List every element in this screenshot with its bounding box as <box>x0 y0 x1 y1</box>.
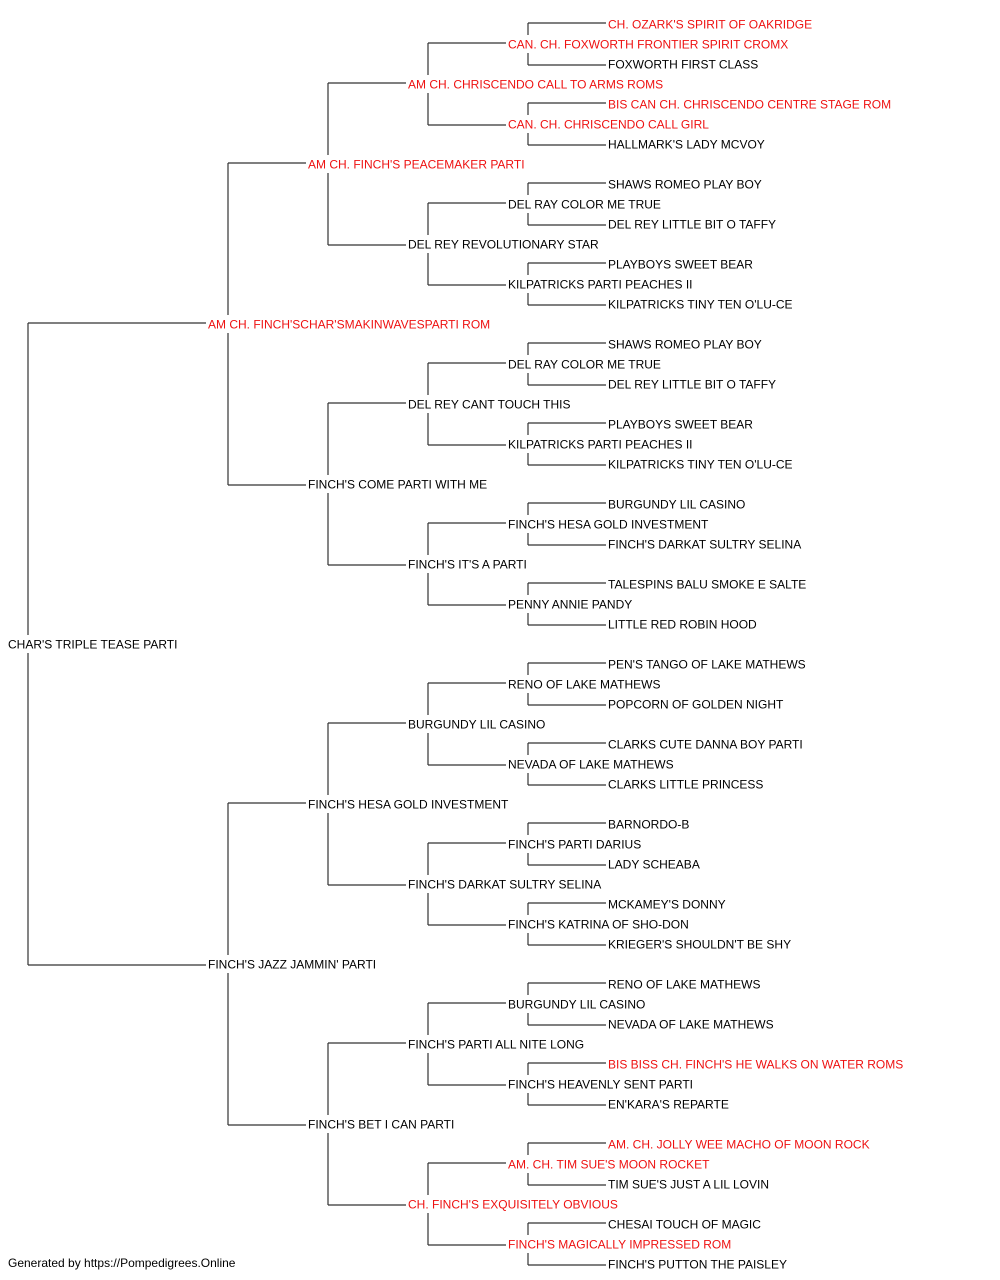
ancestor-name[interactable]: FINCH'S DARKAT SULTRY SELINA <box>608 538 801 552</box>
ancestor-name[interactable]: CAN. CH. FOXWORTH FRONTIER SPIRIT CROMX <box>508 38 788 52</box>
ancestor-name[interactable]: PENNY ANNIE PANDY <box>508 598 632 612</box>
ancestor-name[interactable]: TALESPINS BALU SMOKE E SALTE <box>608 578 806 592</box>
ancestor-name[interactable]: FINCH'S COME PARTI WITH ME <box>308 478 487 492</box>
ancestor-name[interactable]: FINCH'S JAZZ JAMMIN' PARTI <box>208 958 376 972</box>
ancestor-name[interactable]: AM. CH. JOLLY WEE MACHO OF MOON ROCK <box>608 1138 870 1152</box>
footer-credit: Generated by https://Pompedigrees.Online <box>8 1256 236 1270</box>
ancestor-name[interactable]: NEVADA OF LAKE MATHEWS <box>508 758 674 772</box>
ancestor-name[interactable]: FINCH'S MAGICALLY IMPRESSED ROM <box>508 1238 731 1252</box>
ancestor-name[interactable]: FINCH'S KATRINA OF SHO-DON <box>508 918 689 932</box>
ancestor-name[interactable]: FINCH'S HESA GOLD INVESTMENT <box>508 518 709 532</box>
ancestor-name[interactable]: BARNORDO-B <box>608 818 689 832</box>
ancestor-name[interactable]: SHAWS ROMEO PLAY BOY <box>608 178 762 192</box>
ancestor-name[interactable]: FINCH'S HEAVENLY SENT PARTI <box>508 1078 693 1092</box>
ancestor-name[interactable]: AM CH. FINCH'SCHAR'SMAKINWAVESPARTI ROM <box>208 318 490 332</box>
ancestor-name[interactable]: CLARKS LITTLE PRINCESS <box>608 778 763 792</box>
ancestor-name[interactable]: CAN. CH. CHRISCENDO CALL GIRL <box>508 118 709 132</box>
ancestor-name[interactable]: RENO OF LAKE MATHEWS <box>608 978 760 992</box>
ancestor-name[interactable]: DEL RAY COLOR ME TRUE <box>508 358 661 372</box>
ancestor-name[interactable]: FOXWORTH FIRST CLASS <box>608 58 758 72</box>
ancestor-name[interactable]: CLARKS CUTE DANNA BOY PARTI <box>608 738 803 752</box>
ancestor-name[interactable]: PLAYBOYS SWEET BEAR <box>608 418 753 432</box>
ancestor-name[interactable]: FINCH'S PARTI DARIUS <box>508 838 641 852</box>
ancestor-name[interactable]: KILPATRICKS TINY TEN O'LU-CE <box>608 458 793 472</box>
ancestor-name[interactable]: NEVADA OF LAKE MATHEWS <box>608 1018 774 1032</box>
ancestor-name[interactable]: DEL REY LITTLE BIT O TAFFY <box>608 378 776 392</box>
ancestor-name[interactable]: MCKAMEY'S DONNY <box>608 898 726 912</box>
ancestor-name[interactable]: FINCH'S DARKAT SULTRY SELINA <box>408 878 601 892</box>
ancestor-name[interactable]: LITTLE RED ROBIN HOOD <box>608 618 757 632</box>
subject-name[interactable]: CHAR'S TRIPLE TEASE PARTI <box>8 638 177 652</box>
ancestor-name[interactable]: PLAYBOYS SWEET BEAR <box>608 258 753 272</box>
ancestor-name[interactable]: DEL REY REVOLUTIONARY STAR <box>408 238 599 252</box>
ancestor-name[interactable]: FINCH'S PARTI ALL NITE LONG <box>408 1038 584 1052</box>
ancestor-name[interactable]: LADY SCHEABA <box>608 858 700 872</box>
ancestor-name[interactable]: FINCH'S BET I CAN PARTI <box>308 1118 454 1132</box>
ancestor-name[interactable]: PEN'S TANGO OF LAKE MATHEWS <box>608 658 806 672</box>
ancestor-name[interactable]: DEL REY CANT TOUCH THIS <box>408 398 571 412</box>
ancestor-name[interactable]: DEL RAY COLOR ME TRUE <box>508 198 661 212</box>
ancestor-name[interactable]: HALLMARK'S LADY MCVOY <box>608 138 765 152</box>
ancestor-name[interactable]: EN'KARA'S REPARTE <box>608 1098 729 1112</box>
ancestor-name[interactable]: CH. OZARK'S SPIRIT OF OAKRIDGE <box>608 18 812 32</box>
ancestor-name[interactable]: AM. CH. TIM SUE'S MOON ROCKET <box>508 1158 710 1172</box>
ancestor-name[interactable]: AM CH. FINCH'S PEACEMAKER PARTI <box>308 158 525 172</box>
ancestor-name[interactable]: TIM SUE'S JUST A LIL LOVIN <box>608 1178 769 1192</box>
ancestor-name[interactable]: BURGUNDY LIL CASINO <box>508 998 645 1012</box>
ancestor-name[interactable]: BIS BISS CH. FINCH'S HE WALKS ON WATER R… <box>608 1058 903 1072</box>
ancestor-name[interactable]: DEL REY LITTLE BIT O TAFFY <box>608 218 776 232</box>
ancestor-name[interactable]: SHAWS ROMEO PLAY BOY <box>608 338 762 352</box>
ancestor-name[interactable]: KILPATRICKS TINY TEN O'LU-CE <box>608 298 793 312</box>
ancestor-name[interactable]: BURGUNDY LIL CASINO <box>608 498 745 512</box>
ancestor-name[interactable]: KRIEGER'S SHOULDN'T BE SHY <box>608 938 791 952</box>
ancestor-name[interactable]: RENO OF LAKE MATHEWS <box>508 678 660 692</box>
ancestor-name[interactable]: KILPATRICKS PARTI PEACHES II <box>508 278 693 292</box>
ancestor-name[interactable]: CHESAI TOUCH OF MAGIC <box>608 1218 761 1232</box>
ancestor-name[interactable]: AM CH. CHRISCENDO CALL TO ARMS ROMS <box>408 78 663 92</box>
ancestor-name[interactable]: FINCH'S PUTTON THE PAISLEY <box>608 1258 787 1272</box>
ancestor-name[interactable]: KILPATRICKS PARTI PEACHES II <box>508 438 693 452</box>
ancestor-name[interactable]: BURGUNDY LIL CASINO <box>408 718 545 732</box>
ancestor-name[interactable]: BIS CAN CH. CHRISCENDO CENTRE STAGE ROM <box>608 98 891 112</box>
ancestor-name[interactable]: CH. FINCH'S EXQUISITELY OBVIOUS <box>408 1198 618 1212</box>
ancestor-name[interactable]: FINCH'S IT'S A PARTI <box>408 558 527 572</box>
ancestor-name[interactable]: POPCORN OF GOLDEN NIGHT <box>608 698 784 712</box>
ancestor-name[interactable]: FINCH'S HESA GOLD INVESTMENT <box>308 798 509 812</box>
